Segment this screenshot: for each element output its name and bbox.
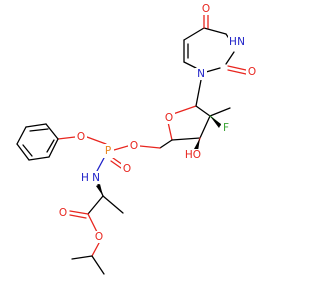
atom-o-uracil-top: O [202, 3, 210, 15]
bond-c5prime-o [139, 145, 161, 149]
stereo-wedges [96, 116, 221, 196]
bond-c1prime-o4prime [172, 105, 197, 115]
wedge-c3prime-oh [194, 138, 200, 151]
bond-ph-2 [25, 123, 47, 128]
bond-c2-o-double-b [227, 69, 247, 75]
atom-n-uracil-1: N [197, 68, 205, 80]
atom-n-uracil-3: N [237, 36, 245, 48]
bond-ph-3d [22, 144, 33, 157]
bond-c2-o-double-a [227, 65, 247, 71]
bond-ph-3 [16, 126, 27, 145]
bond-ph-1 [45, 123, 59, 140]
wedge-c2prime-f [210, 116, 221, 128]
bond-n1-c6 [183, 61, 197, 69]
bond-c4prime-c5prime [159, 139, 173, 149]
bond-ph-6 [48, 138, 59, 158]
bond-p-ophenyl [86, 136, 107, 145]
bond-ph-1d [29, 128, 49, 132]
atom-o-phosphoryl: O [123, 163, 131, 175]
bond-p-n [96, 157, 105, 172]
bond-c2-n1 [205, 67, 221, 73]
atom-o-phenoxy: O [77, 131, 85, 143]
bond-n1-c1prime [195, 79, 202, 107]
bond-co-double-a [69, 210, 89, 215]
molecule-structure-diagram: O H N O N O F HO O O P O H N O O [16, 3, 258, 275]
bond-ph-5d [46, 139, 55, 153]
bond-o4prime-c4prime [167, 121, 173, 141]
atom-o-ring: O [165, 112, 173, 124]
atom-h-amide: H [81, 172, 89, 184]
atom-o-ester: O [95, 231, 103, 243]
bond-calpha-carbonyl [87, 195, 104, 215]
wedge-calpha [96, 184, 103, 196]
bond-n3-c2 [225, 51, 235, 65]
atom-p: P [105, 145, 111, 157]
atom-o-ester-ch2: O [130, 140, 138, 152]
bond-o-ipr [91, 242, 100, 257]
atom-o-carbonyl: O [59, 207, 67, 219]
bond-c5-c4 [183, 27, 205, 41]
bond-o-phenyl [57, 136, 76, 140]
atom-o-uracil-right: O [248, 66, 256, 78]
atom-h-uracil: H [229, 36, 237, 48]
bond-c4-c4x [203, 27, 227, 35]
bond-ph-5 [28, 156, 50, 161]
bond-c2prime-methyl [209, 107, 231, 117]
bond-c2prime-c1prime [195, 105, 211, 117]
bond-ipr-me1 [71, 255, 93, 260]
atom-labels: O H N O N O F HO O O P O H N O O [57, 3, 258, 243]
bond-calpha-methyl [102, 195, 124, 214]
bond-c-oester [87, 213, 98, 233]
bond-ipr-me2 [91, 255, 105, 275]
bond-c3prime-c2prime [199, 115, 211, 139]
atom-ho: HO [185, 149, 201, 161]
atom-n-amide: N [92, 172, 100, 184]
bond-co-double-b [69, 214, 87, 219]
bond-p-o-double-b [110, 160, 122, 169]
bond-c4prime-c3prime [171, 137, 201, 141]
atom-f: F [223, 122, 229, 134]
bond-o-p [113, 145, 129, 151]
bond-ph-4 [16, 143, 30, 161]
